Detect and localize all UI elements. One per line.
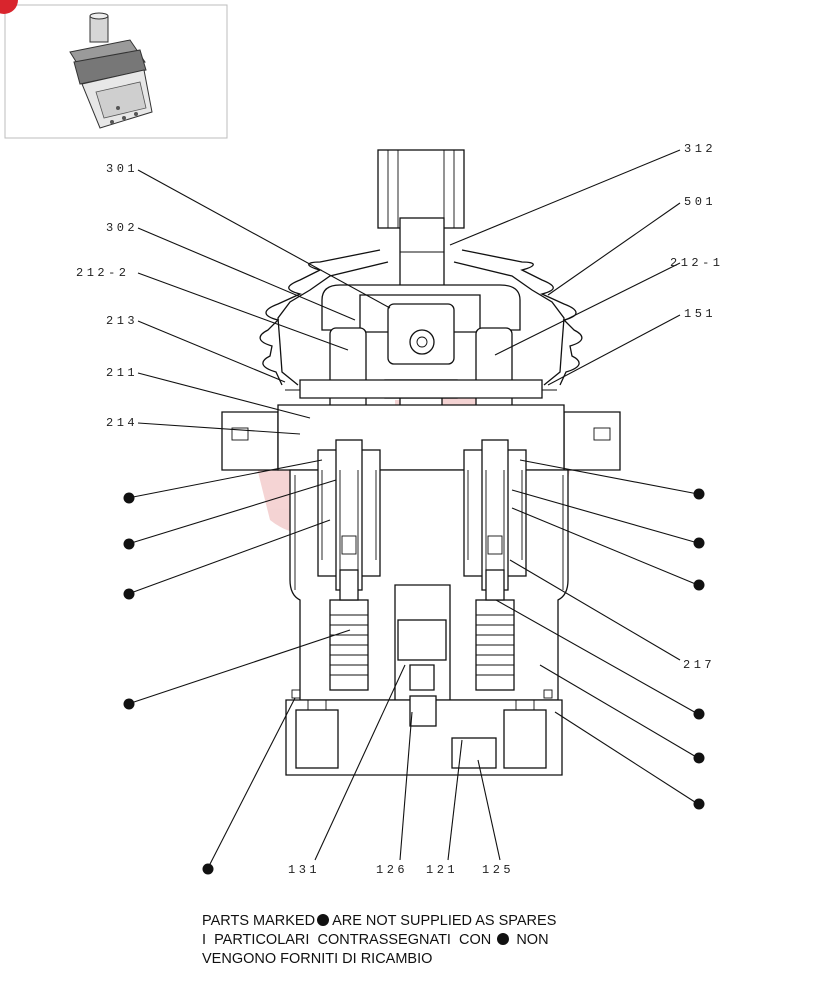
valve-cross-section — [221, 149, 621, 776]
label-214: 214 — [106, 416, 138, 430]
corner-badge — [0, 0, 18, 14]
spare-parts-note: PARTS MARKED ARE NOT SUPPLIED AS SPARES I… — [202, 912, 556, 969]
marker-dot — [693, 798, 705, 810]
left-spring — [329, 569, 369, 691]
bullet-dot-icon — [497, 933, 510, 945]
marker-dot — [123, 492, 135, 504]
label-125: 125 — [482, 863, 514, 877]
label-213: 213 — [106, 314, 138, 328]
leader-lines — [127, 149, 699, 869]
marker-dot — [123, 698, 135, 710]
label-121: 121 — [426, 863, 458, 877]
marker-dot — [123, 588, 135, 600]
marker-dot — [693, 752, 705, 764]
marker-dot — [693, 708, 705, 720]
label-212-2: 212-2 — [76, 266, 130, 280]
note-line-italian-2: VENGONO FORNITI DI RICAMBIO — [202, 951, 433, 967]
right-spring — [475, 569, 515, 691]
thumbnail-preview[interactable] — [4, 4, 228, 139]
label-211: 211 — [106, 366, 138, 380]
label-151: 151 — [684, 307, 716, 321]
thumbnail-valve-drawing — [69, 12, 153, 129]
label-501: 501 — [684, 195, 716, 209]
note-it-prefix: I PARTICOLARI CONTRASSEGNATI CON — [202, 932, 492, 948]
label-131: 131 — [288, 863, 320, 877]
part-labels: 301 302 212-2 213 211 214 312 501 212-1 … — [76, 142, 724, 877]
label-312: 312 — [684, 142, 716, 156]
marker-dot — [693, 537, 705, 549]
note-it-suffix: NON — [516, 932, 549, 948]
marker-dot — [693, 488, 705, 500]
label-217: 217 — [683, 658, 715, 672]
label-302: 302 — [106, 221, 138, 235]
note-en-suffix: ARE NOT SUPPLIED AS SPARES — [332, 913, 557, 929]
label-301: 301 — [106, 162, 138, 176]
note-line-english: PARTS MARKED ARE NOT SUPPLIED AS SPARES — [202, 912, 556, 931]
marker-dot — [202, 863, 214, 875]
label-212-1: 212-1 — [670, 256, 724, 270]
bullet-dot-icon — [317, 914, 330, 926]
marker-dot — [123, 538, 135, 550]
label-126: 126 — [376, 863, 408, 877]
unsupplied-part-markers — [123, 488, 705, 875]
note-line-italian-1: I PARTICOLARI CONTRASSEGNATI CON NON — [202, 931, 556, 950]
note-en-prefix: PARTS MARKED — [202, 913, 316, 929]
marker-dot — [693, 579, 705, 591]
